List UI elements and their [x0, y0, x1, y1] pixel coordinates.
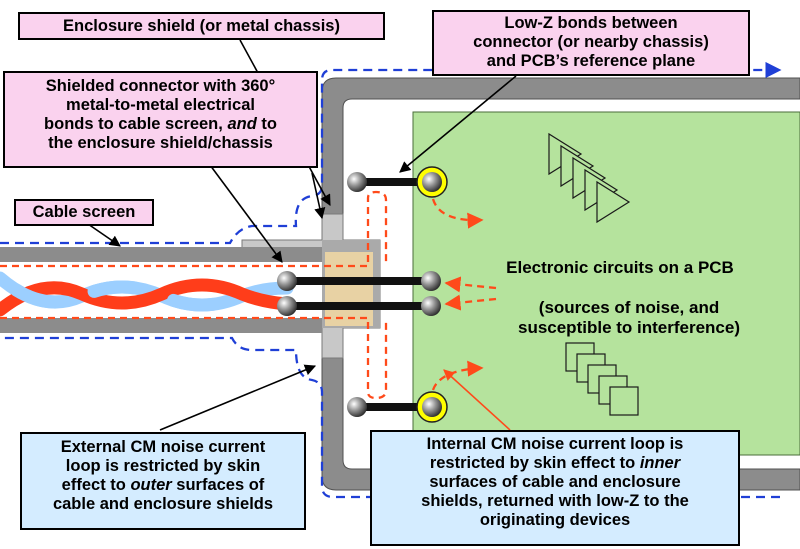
connector-insulator — [325, 252, 373, 326]
pcb-note: (sources of noise, and susceptible to in… — [517, 298, 740, 337]
label-external-cm-loop: External CM noise current loop is restri… — [20, 432, 306, 530]
low-z-bond-top — [347, 166, 448, 198]
label-enclosure-shield: Enclosure shield (or metal chassis) — [18, 12, 385, 40]
label-shielded-connector: Shielded connector with 360° metal-to-me… — [3, 71, 318, 168]
connector-pins — [277, 271, 441, 316]
label-low-z-bonds: Low-Z bonds between connector (or nearby… — [432, 10, 750, 76]
ic-squares-icon — [565, 342, 639, 416]
pcb-title: Electronic circuits on a PCB — [506, 258, 734, 277]
conductor-red — [0, 278, 294, 317]
cable — [0, 247, 322, 333]
ic-triangles-icon — [548, 132, 631, 224]
label-internal-cm-loop: Internal CM noise current loop is restri… — [370, 430, 740, 546]
external-cm-loop — [0, 61, 782, 499]
internal-cm-loop — [0, 190, 497, 400]
label-cable-screen: Cable screen — [14, 199, 154, 226]
low-z-bond-bottom — [347, 391, 448, 423]
enclosure-shield — [321, 77, 800, 491]
